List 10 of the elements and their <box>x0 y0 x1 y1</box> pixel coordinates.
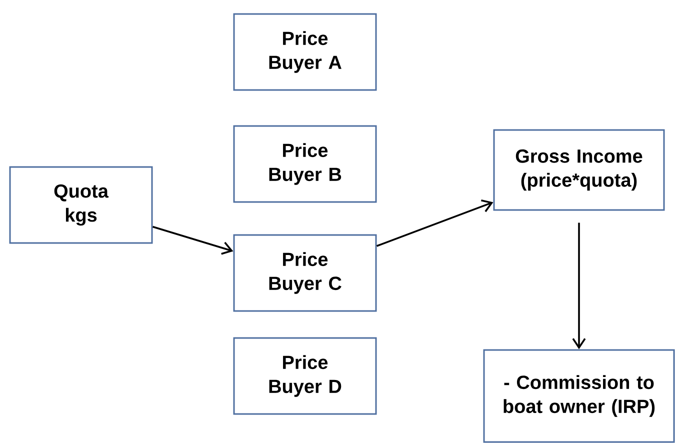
process-box: Quota kgs <box>9 166 153 244</box>
process-box: Gross Income (price*quota) <box>493 129 665 211</box>
process-box: Price Buyer B <box>233 125 377 203</box>
process-box: Price Buyer C <box>233 234 377 312</box>
arrow <box>376 199 494 247</box>
process-box: Price Buyer D <box>233 337 377 415</box>
process-box: - Commission to boat owner (IRP) <box>483 349 675 443</box>
arrow <box>152 226 234 255</box>
arrow <box>572 222 586 350</box>
process-box: Price Buyer A <box>233 13 377 91</box>
